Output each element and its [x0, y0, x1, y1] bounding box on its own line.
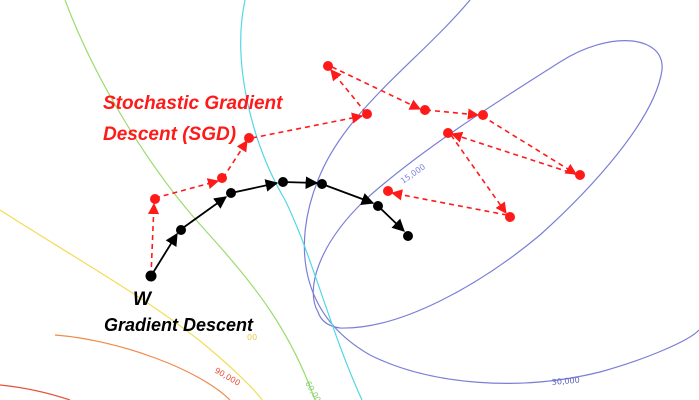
- gd-point: [176, 225, 186, 235]
- sgd-point: [505, 212, 515, 222]
- contour-60000: [240, 0, 363, 400]
- gd-point: [226, 188, 236, 198]
- sgd-point: [323, 61, 333, 71]
- sgd-point: [383, 186, 393, 196]
- contour-label-15000: 15,000: [399, 162, 427, 185]
- contour-label-yellow: 00: [247, 333, 257, 342]
- sgd-arrow: [222, 140, 248, 179]
- gd-arrow: [150, 232, 178, 277]
- gd-path: [150, 176, 405, 277]
- sgd-path: [147, 66, 579, 277]
- contour-30000: [303, 0, 699, 384]
- gd-arrow: [230, 179, 279, 194]
- gd-point: [278, 177, 288, 187]
- contour-label-30000: 30,000: [551, 376, 580, 387]
- sgd-arrow: [330, 69, 367, 114]
- gd-point: [317, 179, 327, 189]
- sgd-point: [575, 170, 585, 180]
- sgd-point: [478, 110, 488, 120]
- sgd-arrow: [154, 178, 220, 199]
- sgd-point: [217, 173, 227, 183]
- sgd-point: [443, 128, 453, 138]
- gd-points: [145, 177, 413, 282]
- sgd-arrow: [251, 112, 364, 139]
- gd-arrow: [377, 205, 405, 232]
- sgd-arrow: [390, 189, 508, 216]
- sgd-arrow: [425, 108, 480, 120]
- contour-label-60000: 60,000: [303, 380, 325, 400]
- sgd-point: [362, 109, 372, 119]
- sgd-arrow: [481, 115, 577, 175]
- gd-end-point: [403, 231, 413, 241]
- contour-label-90000: 90,000: [213, 366, 242, 388]
- sgd-arrow: [450, 131, 579, 176]
- contour-red: [0, 384, 71, 400]
- gd-arrow: [282, 176, 319, 189]
- gd-label: Gradient Descent: [104, 315, 254, 335]
- gd-point: [373, 201, 383, 211]
- sgd-label-line1: Stochastic Gradient: [103, 93, 283, 114]
- contour-yellow: [0, 209, 263, 400]
- sgd-arrow: [331, 66, 422, 110]
- gd-start-point: [145, 270, 157, 282]
- sgd-point: [150, 194, 160, 204]
- gd-arrow: [179, 196, 228, 231]
- contour-orange: [54, 334, 231, 400]
- w-label: W: [133, 289, 153, 310]
- sgd-point: [244, 133, 254, 143]
- sgd-label-line2: Descent (SGD): [103, 124, 236, 145]
- sgd-arrow: [147, 202, 160, 277]
- sgd-points: [150, 61, 585, 222]
- sgd-point: [420, 105, 430, 115]
- gd-arrow: [321, 183, 375, 205]
- sgd-arrow: [450, 134, 507, 214]
- contour-90000: [64, 0, 316, 400]
